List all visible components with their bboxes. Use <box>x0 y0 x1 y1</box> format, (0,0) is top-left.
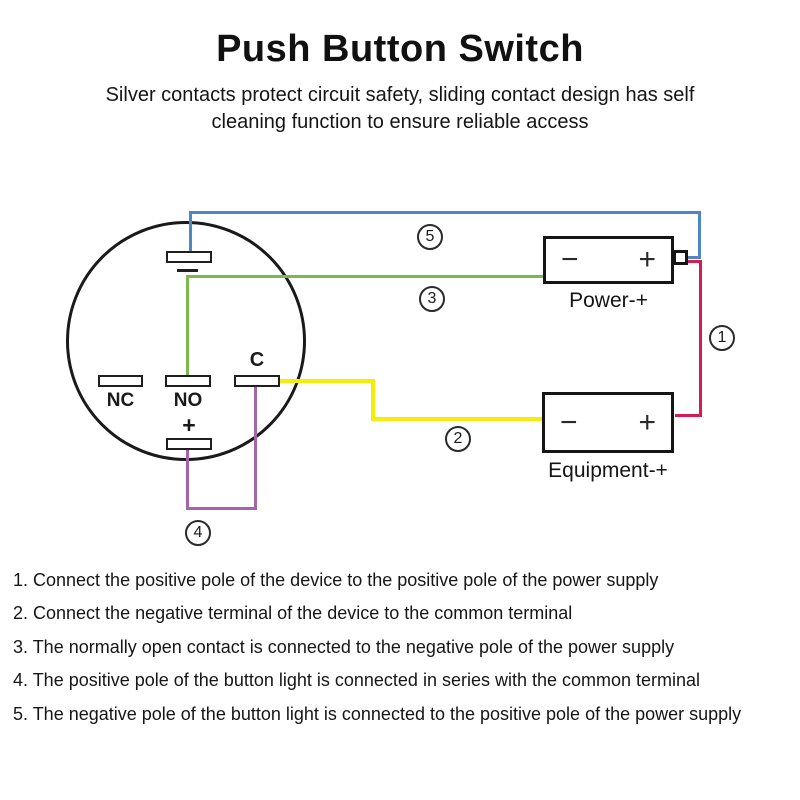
instruction-item-2: 2. Connect the negative terminal of the … <box>13 603 573 624</box>
equipment-plus-sign: + <box>638 405 656 439</box>
power-terminal-nub <box>673 250 688 265</box>
wire-red-segment-to-equipment <box>675 414 702 417</box>
page-title: Push Button Switch <box>216 28 584 70</box>
equipment-box: − + <box>542 392 674 453</box>
instruction-item-3: 3. The normally open contact is connecte… <box>13 636 675 657</box>
no-terminal-label: NO <box>173 390 203 411</box>
wire-number-3: 3 <box>427 290 437 307</box>
wire-yellow-segment-vertical <box>371 379 375 421</box>
wire-number-2: 2 <box>453 430 463 447</box>
power-minus-sign: − <box>561 243 579 276</box>
wire-number-badge-3: 3 <box>419 286 445 312</box>
instruction-item-5: 5. The negative pole of the button light… <box>13 703 742 724</box>
wire-number-5: 5 <box>425 228 435 245</box>
wire-yellow-segment-to-equipment <box>371 417 544 421</box>
wire-number-badge-1: 1 <box>709 325 735 351</box>
switch-c-terminal <box>234 375 280 387</box>
power-supply-box: − + <box>543 236 674 284</box>
switch-nc-terminal <box>98 375 143 387</box>
wire-blue-segment-vertical-from-terminal <box>189 213 192 254</box>
wire-number-4: 4 <box>193 524 203 541</box>
switch-top-terminal <box>166 251 212 263</box>
c-terminal-label: C <box>249 349 265 371</box>
wire-blue-segment-top-horizontal <box>189 211 701 214</box>
wire-green-segment-horizontal <box>186 275 544 278</box>
instruction-item-1: 1. Connect the positive pole of the devi… <box>13 570 659 590</box>
wire-green-segment-vertical <box>186 275 189 378</box>
switch-no-terminal <box>165 375 211 387</box>
wire-number-badge-4: 4 <box>185 520 211 546</box>
equipment-label: Equipment-+ <box>548 459 668 482</box>
instruction-item-4: 4. The positive pole of the button light… <box>13 670 701 691</box>
power-plus-sign: + <box>638 243 656 276</box>
wire-purple-segment-horizontal <box>186 507 257 510</box>
wire-purple-segment-to-led <box>186 450 189 510</box>
subtitle-line-2: cleaning function to ensure reliable acc… <box>211 111 589 133</box>
wire-red-segment-stub <box>688 260 702 263</box>
subtitle-line-1: Silver contacts protect circuit safety, … <box>105 84 695 106</box>
switch-top-terminal-ground-mark <box>177 269 198 272</box>
wire-number-1: 1 <box>717 329 727 346</box>
page-subtitle: Silver contacts protect circuit safety, … <box>0 82 800 136</box>
wire-number-badge-5: 5 <box>417 224 443 250</box>
switch-led-plus-terminal <box>166 438 212 450</box>
wire-number-badge-2: 2 <box>445 426 471 452</box>
nc-terminal-label: NC <box>106 390 135 411</box>
wire-purple-segment-from-c <box>254 387 257 510</box>
wire-yellow-segment-from-c <box>279 379 375 383</box>
wire-red-segment-vertical <box>699 260 702 417</box>
equipment-minus-sign: − <box>560 405 578 439</box>
led-plus-terminal-label: + <box>182 412 196 438</box>
wire-blue-segment-right-vertical <box>698 211 701 259</box>
power-supply-label: Power-+ <box>569 289 648 312</box>
instructions-list: 1. Connect the positive pole of the devi… <box>13 564 795 731</box>
wire-blue-segment-stub <box>688 256 701 259</box>
